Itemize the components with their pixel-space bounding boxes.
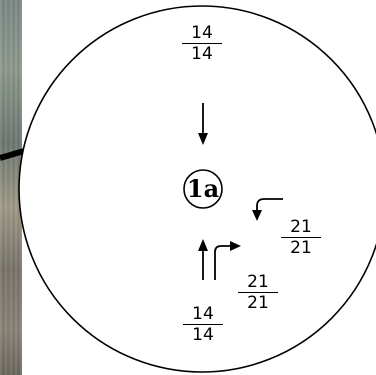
south-through-arrow-icon: [198, 239, 208, 280]
south-denominator: 14: [192, 325, 214, 345]
southeast-numerator: 21: [238, 273, 278, 293]
north-denominator: 14: [191, 44, 213, 64]
south-volume-fraction: 14 14: [183, 305, 223, 344]
east-denominator: 21: [290, 238, 312, 258]
south-numerator: 14: [183, 305, 223, 325]
east-numerator: 21: [281, 218, 321, 238]
node-label: 1a: [186, 174, 220, 203]
north-numerator: 14: [182, 24, 222, 44]
southeast-denominator: 21: [247, 293, 269, 313]
east-left-turn-arrow-icon: [252, 198, 283, 221]
east-volume-fraction: 21 21: [281, 218, 321, 257]
north-through-arrow-icon: [198, 103, 208, 145]
node-circle: [183, 169, 223, 209]
south-right-turn-arrow-icon: [214, 241, 241, 280]
road-connector: [0, 148, 25, 161]
southeast-volume-fraction: 21 21: [238, 273, 278, 312]
background-photo-strip: [0, 0, 22, 375]
north-volume-fraction: 14 14: [182, 24, 222, 63]
